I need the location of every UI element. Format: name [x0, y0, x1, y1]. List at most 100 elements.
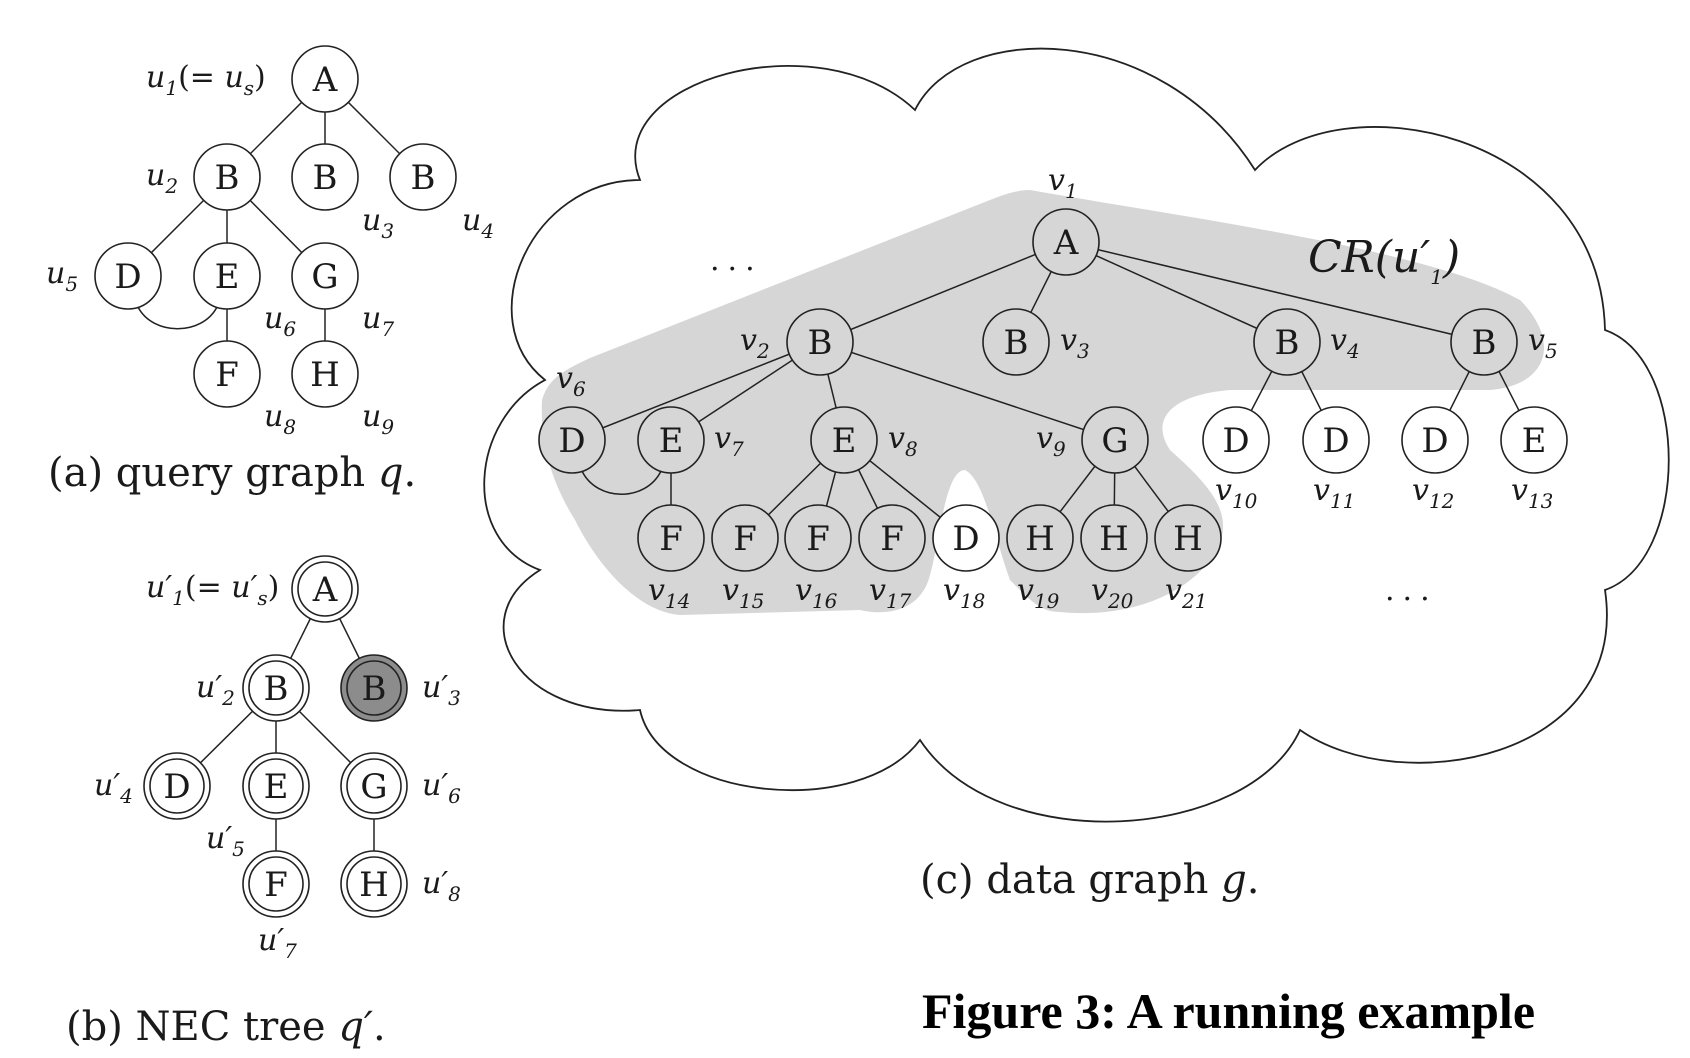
node-u6: E: [193, 242, 261, 310]
node-label-u4: B: [411, 158, 436, 198]
label-v9: v9: [1036, 421, 1066, 461]
label-u8p: u′8: [422, 866, 461, 906]
label-u6: u6: [264, 301, 296, 341]
node-u9: H: [291, 340, 359, 408]
edge-u5-u6: [137, 306, 218, 330]
label-v17: v17: [869, 573, 912, 613]
region-label: CR(u′1): [1308, 232, 1460, 289]
node-label-v20: H: [1099, 519, 1129, 559]
node-label-u8p: H: [359, 865, 389, 905]
node-label-v6: D: [558, 421, 585, 461]
node-u5p: E: [242, 752, 310, 820]
node-u8p: H: [340, 850, 408, 918]
caption-a: (a) query graph q.: [48, 450, 416, 496]
node-label-v3: B: [1004, 323, 1029, 363]
node-v8: E: [810, 406, 878, 474]
node-label-v9: G: [1101, 421, 1128, 461]
label-v2: v2: [740, 323, 770, 363]
node-v4: B: [1253, 308, 1321, 376]
label-u8: u8: [264, 399, 296, 439]
label-u6p: u′6: [422, 768, 461, 808]
node-label-u6: E: [215, 257, 240, 297]
node-u2: B: [193, 143, 261, 211]
node-v20: H: [1080, 504, 1148, 572]
node-u3: B: [291, 143, 359, 211]
label-v19: v19: [1017, 573, 1060, 613]
node-v6: D: [538, 406, 606, 474]
node-u7: G: [291, 242, 359, 310]
node-label-u5p: E: [264, 767, 289, 807]
label-v3: v3: [1060, 323, 1090, 363]
node-v10: D: [1202, 406, 1270, 474]
label-v7: v7: [714, 421, 744, 461]
node-u8: F: [193, 340, 261, 408]
caption-b: (b) NEC tree q′.: [66, 1004, 386, 1050]
label-v1: v1: [1048, 163, 1078, 203]
node-label-u3p: B: [362, 669, 387, 709]
node-v16: F: [784, 504, 852, 572]
node-label-v18: D: [952, 519, 979, 559]
node-label-u1p: A: [312, 570, 338, 610]
ellipsis-top-left: ...: [710, 243, 763, 278]
node-label-u6p: G: [360, 767, 387, 807]
node-label-u7: G: [311, 257, 338, 297]
node-label-u2p: B: [264, 669, 289, 709]
node-label-v10: D: [1222, 421, 1249, 461]
node-label-u5: D: [114, 257, 141, 297]
node-label-v19: H: [1025, 519, 1055, 559]
label-u4: u4: [462, 203, 494, 243]
ellipsis-bottom-right: ...: [1385, 573, 1438, 608]
node-v9: G: [1081, 406, 1149, 474]
node-label-v11: D: [1322, 421, 1349, 461]
caption-c: (c) data graph g.: [920, 857, 1259, 903]
label-v20: v20: [1091, 573, 1134, 613]
node-label-u2: B: [215, 158, 240, 198]
label-v14: v14: [648, 573, 690, 613]
label-u1: u1(= us): [146, 60, 266, 100]
node-u7p: F: [242, 850, 310, 918]
node-label-v13: E: [1522, 421, 1547, 461]
label-v16: v16: [795, 573, 838, 613]
label-v11: v11: [1313, 473, 1355, 513]
node-v11: D: [1302, 406, 1370, 474]
node-v13: E: [1500, 406, 1568, 474]
node-v19: H: [1006, 504, 1074, 572]
label-u2: u2: [146, 158, 178, 198]
node-label-u4p: D: [163, 767, 190, 807]
label-v15: v15: [722, 573, 764, 613]
label-u1p: u′1(= u′s): [146, 570, 279, 610]
node-label-v4: B: [1275, 323, 1300, 363]
node-v3: B: [982, 308, 1050, 376]
node-label-v12: D: [1421, 421, 1448, 461]
node-v1: A: [1032, 208, 1100, 276]
node-label-v5: B: [1472, 323, 1497, 363]
node-label-v14: F: [659, 519, 683, 559]
label-v12: v12: [1412, 473, 1454, 513]
node-v14: F: [637, 504, 705, 572]
node-u4: B: [389, 143, 457, 211]
label-u7: u7: [362, 301, 394, 341]
figure-title: Figure 3: A running example: [922, 983, 1535, 1039]
node-label-v7: E: [659, 421, 684, 461]
node-u3p: B: [340, 654, 408, 722]
node-label-u8: F: [215, 355, 239, 395]
node-label-v1: A: [1053, 223, 1079, 263]
label-v5: v5: [1528, 323, 1558, 363]
node-u1: A: [291, 45, 359, 113]
label-u5: u5: [46, 256, 78, 296]
label-u3p: u′3: [422, 670, 461, 710]
label-u4p: u′4: [94, 768, 133, 808]
node-v15: F: [711, 504, 779, 572]
node-v21: H: [1154, 504, 1222, 572]
edge-v1-v5: [1065, 241, 1485, 343]
label-v13: v13: [1511, 473, 1553, 513]
node-v2: B: [786, 308, 854, 376]
node-label-u3: B: [313, 158, 338, 198]
node-label-v15: F: [733, 519, 757, 559]
label-u5p: u′5: [206, 821, 245, 861]
edge-v2-v9: [819, 341, 1116, 441]
edge-v6-v7: [581, 470, 662, 495]
node-label-v16: F: [806, 519, 830, 559]
node-u6p: G: [340, 752, 408, 820]
